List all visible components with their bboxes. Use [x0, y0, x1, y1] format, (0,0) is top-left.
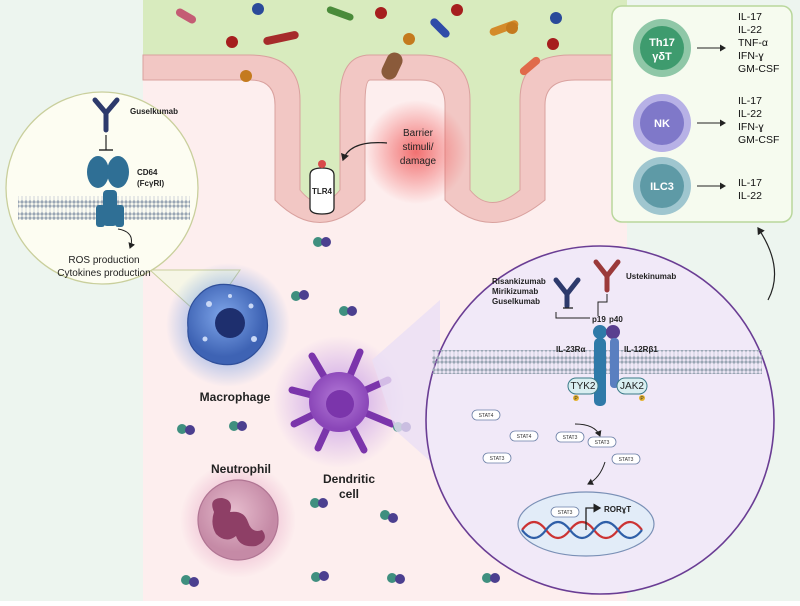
inset-to-panel-arrow — [757, 227, 776, 301]
tlr4-receptor — [309, 160, 335, 215]
il12rb1-receptor — [610, 338, 619, 388]
nk-cell-label: NK — [654, 118, 670, 130]
tyk2-phospho-label: P — [574, 396, 578, 402]
tyk2-kinase — [567, 377, 599, 395]
stat4-label-1: STAT4 — [479, 413, 494, 419]
il23-antibodies-icon — [553, 277, 581, 309]
jak2-label: JAK2 — [620, 381, 644, 392]
ustekinumab-antibody-icon — [593, 259, 621, 293]
p19-label: p19 — [592, 315, 606, 324]
il23ra-receptor — [594, 338, 606, 406]
neutrophil-label: Neutrophil — [211, 462, 271, 476]
stat4-label-2: STAT4 — [517, 434, 532, 440]
stat-molecules — [471, 409, 641, 518]
barrier-damage-glow — [364, 100, 468, 204]
dna-helix — [521, 520, 643, 540]
cd64-receptor-icon — [87, 156, 129, 227]
stat3-label-2: STAT3 — [490, 456, 505, 462]
ustekinumab-label: Ustekinumab — [626, 272, 676, 281]
macrophage-cell — [187, 283, 269, 366]
p40-label: p40 — [609, 315, 623, 324]
luminal-bacteria — [175, 3, 562, 82]
ilc3-cell-label: ILC3 — [650, 181, 674, 193]
guselkumab-antibody-icon — [92, 97, 120, 133]
stat3-label-5: STAT3 — [558, 510, 573, 516]
tlr4-label: TLR4 — [312, 187, 333, 196]
il12rb1-label: IL-12Rβ1 — [624, 345, 658, 354]
rorgt-label: RORɣT — [604, 505, 631, 514]
p40-subunit — [606, 325, 620, 339]
neutrophil-cell — [197, 479, 279, 561]
p19-subunit — [593, 325, 607, 339]
cell-row-ilc3: ILC3 — [633, 157, 726, 215]
right-inset — [372, 245, 775, 595]
tyk2-label: TYK2 — [570, 381, 595, 392]
guselkumab-label: Guselkumab — [130, 107, 178, 116]
damage-to-tlr4-arrow — [341, 142, 388, 162]
il23ra-label: IL-23Rα — [556, 345, 585, 354]
stat3-label-1: STAT3 — [563, 435, 578, 441]
stat3-label-3: STAT3 — [595, 440, 610, 446]
jak2-kinase — [616, 377, 648, 395]
jak2-phospho-label: P — [640, 396, 644, 402]
cell-row-nk: NK — [633, 94, 726, 152]
macrophage-label: Macrophage — [200, 390, 271, 404]
cd64-label: CD64(FcγRI) — [137, 168, 164, 188]
stat3-label-4: STAT3 — [619, 457, 634, 463]
